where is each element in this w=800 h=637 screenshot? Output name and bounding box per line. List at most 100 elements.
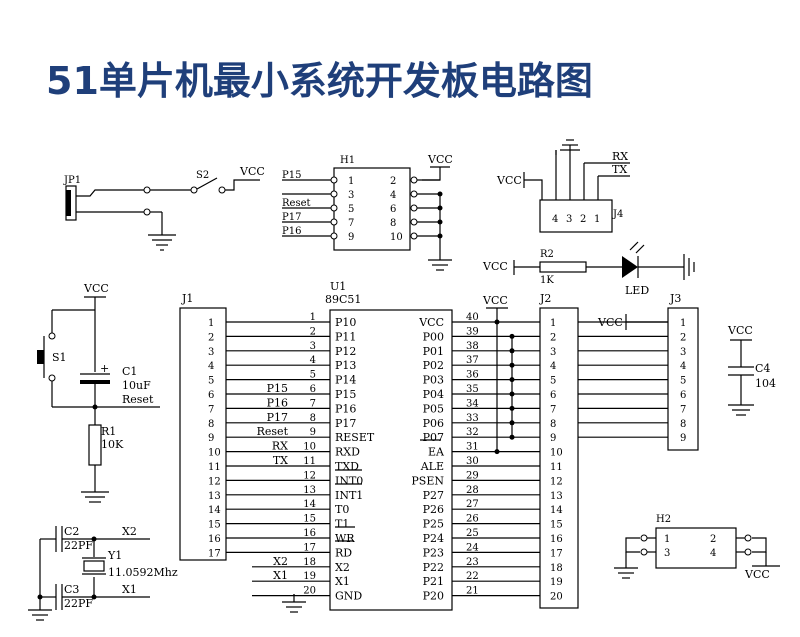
s1-ref: S1 [52, 351, 67, 364]
j2-pin-number: 12 [550, 476, 563, 487]
j2-pin-number: 20 [550, 592, 563, 603]
mcu-pin-number: 1 [310, 312, 316, 323]
c4-ref: C4 [755, 362, 770, 375]
j1-pin-number: 2 [208, 332, 214, 343]
led-diode-icon [622, 256, 638, 278]
j1-pin-number: 5 [208, 376, 214, 387]
j1-pin-number: 10 [208, 448, 221, 459]
mcu-ref: U1 [330, 280, 346, 293]
junction-dot [509, 362, 515, 368]
mcu-pin-number: 34 [466, 398, 479, 409]
j1-pin-number: 4 [208, 361, 214, 372]
mcu-pin-number: 37 [466, 355, 479, 366]
capacitor-c4: VCC C4 104 [727, 324, 776, 416]
mcu-pin-number: 5 [310, 370, 316, 381]
mcu-pin-number: 3 [310, 341, 316, 352]
j4-ref: J4 [612, 209, 623, 220]
j2-pin-number: 16 [550, 534, 563, 545]
h1-pin-pad [410, 232, 418, 240]
j4-rx-label: RX [612, 150, 628, 163]
h1-pin-pad [330, 204, 338, 212]
h1-pin-number: 9 [348, 232, 354, 243]
j4-tx-label: TX [612, 163, 627, 176]
mcu-net-label: RX [272, 440, 288, 453]
h2-pin-pad [744, 548, 752, 556]
h2-pin-number: 3 [664, 548, 670, 559]
mcu-pin-number: 25 [466, 528, 479, 539]
h2-vcc-label: VCC [744, 568, 770, 581]
reset-circuit: VCC S1 + C1 10uF Reset R1 10K [37, 282, 160, 503]
mcu-pin-name: PSEN [411, 474, 444, 487]
j3-pin-number: 2 [680, 332, 686, 343]
h1-pin-pad [330, 190, 338, 198]
mcu-pin-name: P17 [335, 417, 356, 430]
mcu-pin-name: T1 [335, 518, 349, 531]
mcu-pin-number: 16 [303, 528, 316, 539]
mcu-pin-name: P00 [423, 330, 444, 343]
h2-pin-number: 4 [710, 548, 716, 559]
reset-vcc-label: VCC [83, 282, 109, 295]
h1-net-label: P16 [282, 226, 301, 237]
h1-pin-pad [330, 232, 338, 240]
mcu-right-pins: 40VCC39P0038P0137P0236P0335P0434P0533P06… [411, 312, 478, 603]
r2-val: 1K [540, 275, 554, 286]
h1-pin-number: 1 [348, 176, 354, 187]
mcu-pin-number: 8 [310, 413, 316, 424]
mcu-pin-name: P04 [423, 388, 444, 401]
y1-val: 11.0592Mhz [108, 566, 178, 579]
j3-pin-number: 6 [680, 390, 686, 401]
mcu-net-label: P16 [267, 396, 288, 409]
vcc-top-label: VCC [482, 294, 508, 307]
j1-pin-number: 17 [208, 548, 221, 559]
mcu-pin-number: 23 [466, 557, 479, 568]
h2-pin-number: 1 [664, 534, 670, 545]
j4-pin-number: 2 [580, 214, 586, 225]
c1-plus: + [100, 362, 109, 375]
j2-pin-number: 10 [550, 448, 563, 459]
j1-ref: J1 [181, 292, 193, 305]
mcu-pin-number: 31 [466, 442, 479, 453]
h1-vcc-label: VCC [427, 153, 453, 166]
resistor-r2 [539, 261, 587, 273]
junction-dots [494, 319, 515, 455]
h1-pin-pad [330, 176, 338, 184]
crystal-circuit: C2 22PF C3 22PF Y1 11.0592Mhz X2 X1 [28, 525, 178, 621]
led-circuit: VCC R2 1K LED [482, 241, 695, 297]
mcu-pin-name: P20 [423, 590, 444, 603]
j3-ref: J3 [669, 292, 681, 305]
junction-dot [509, 420, 515, 426]
page-title: 51单片机最小系统开发板电路图 [46, 59, 593, 103]
mcu-pin-number: 9 [310, 427, 316, 438]
h1-pin-number: 4 [390, 190, 396, 201]
h2-pin-pad [640, 534, 648, 542]
mcu-pin-name: P03 [423, 374, 444, 387]
mcu-net-label: X1 [273, 569, 288, 582]
j2-pin-number: 18 [550, 563, 563, 574]
mcu-pin-name: GND [335, 590, 362, 603]
mcu-net-label: TX [273, 454, 288, 467]
mcu-pin-number: 13 [303, 485, 316, 496]
h1-pin-pad [330, 218, 338, 226]
x1-net-label: X1 [122, 583, 137, 596]
reset-net-label: Reset [122, 393, 154, 406]
j1-pin-number: 16 [208, 534, 221, 545]
r2-ref: R2 [540, 249, 554, 260]
mcu-pin-name: P14 [335, 374, 356, 387]
mcu-pin-number: 7 [310, 398, 316, 409]
r1-val: 10K [101, 438, 124, 451]
mcu-pin-name: ALE [420, 460, 444, 473]
junction-dot [509, 377, 515, 383]
mcu-pin-number: 2 [310, 326, 316, 337]
h1-pin-number: 6 [390, 204, 396, 215]
mcu-net-label: Reset [257, 425, 289, 438]
mcu-pin-number: 21 [466, 586, 479, 597]
mcu-pin-number: 27 [466, 499, 479, 510]
mcu-pin-name: P11 [335, 330, 356, 343]
j3-pin-number: 7 [680, 404, 686, 415]
